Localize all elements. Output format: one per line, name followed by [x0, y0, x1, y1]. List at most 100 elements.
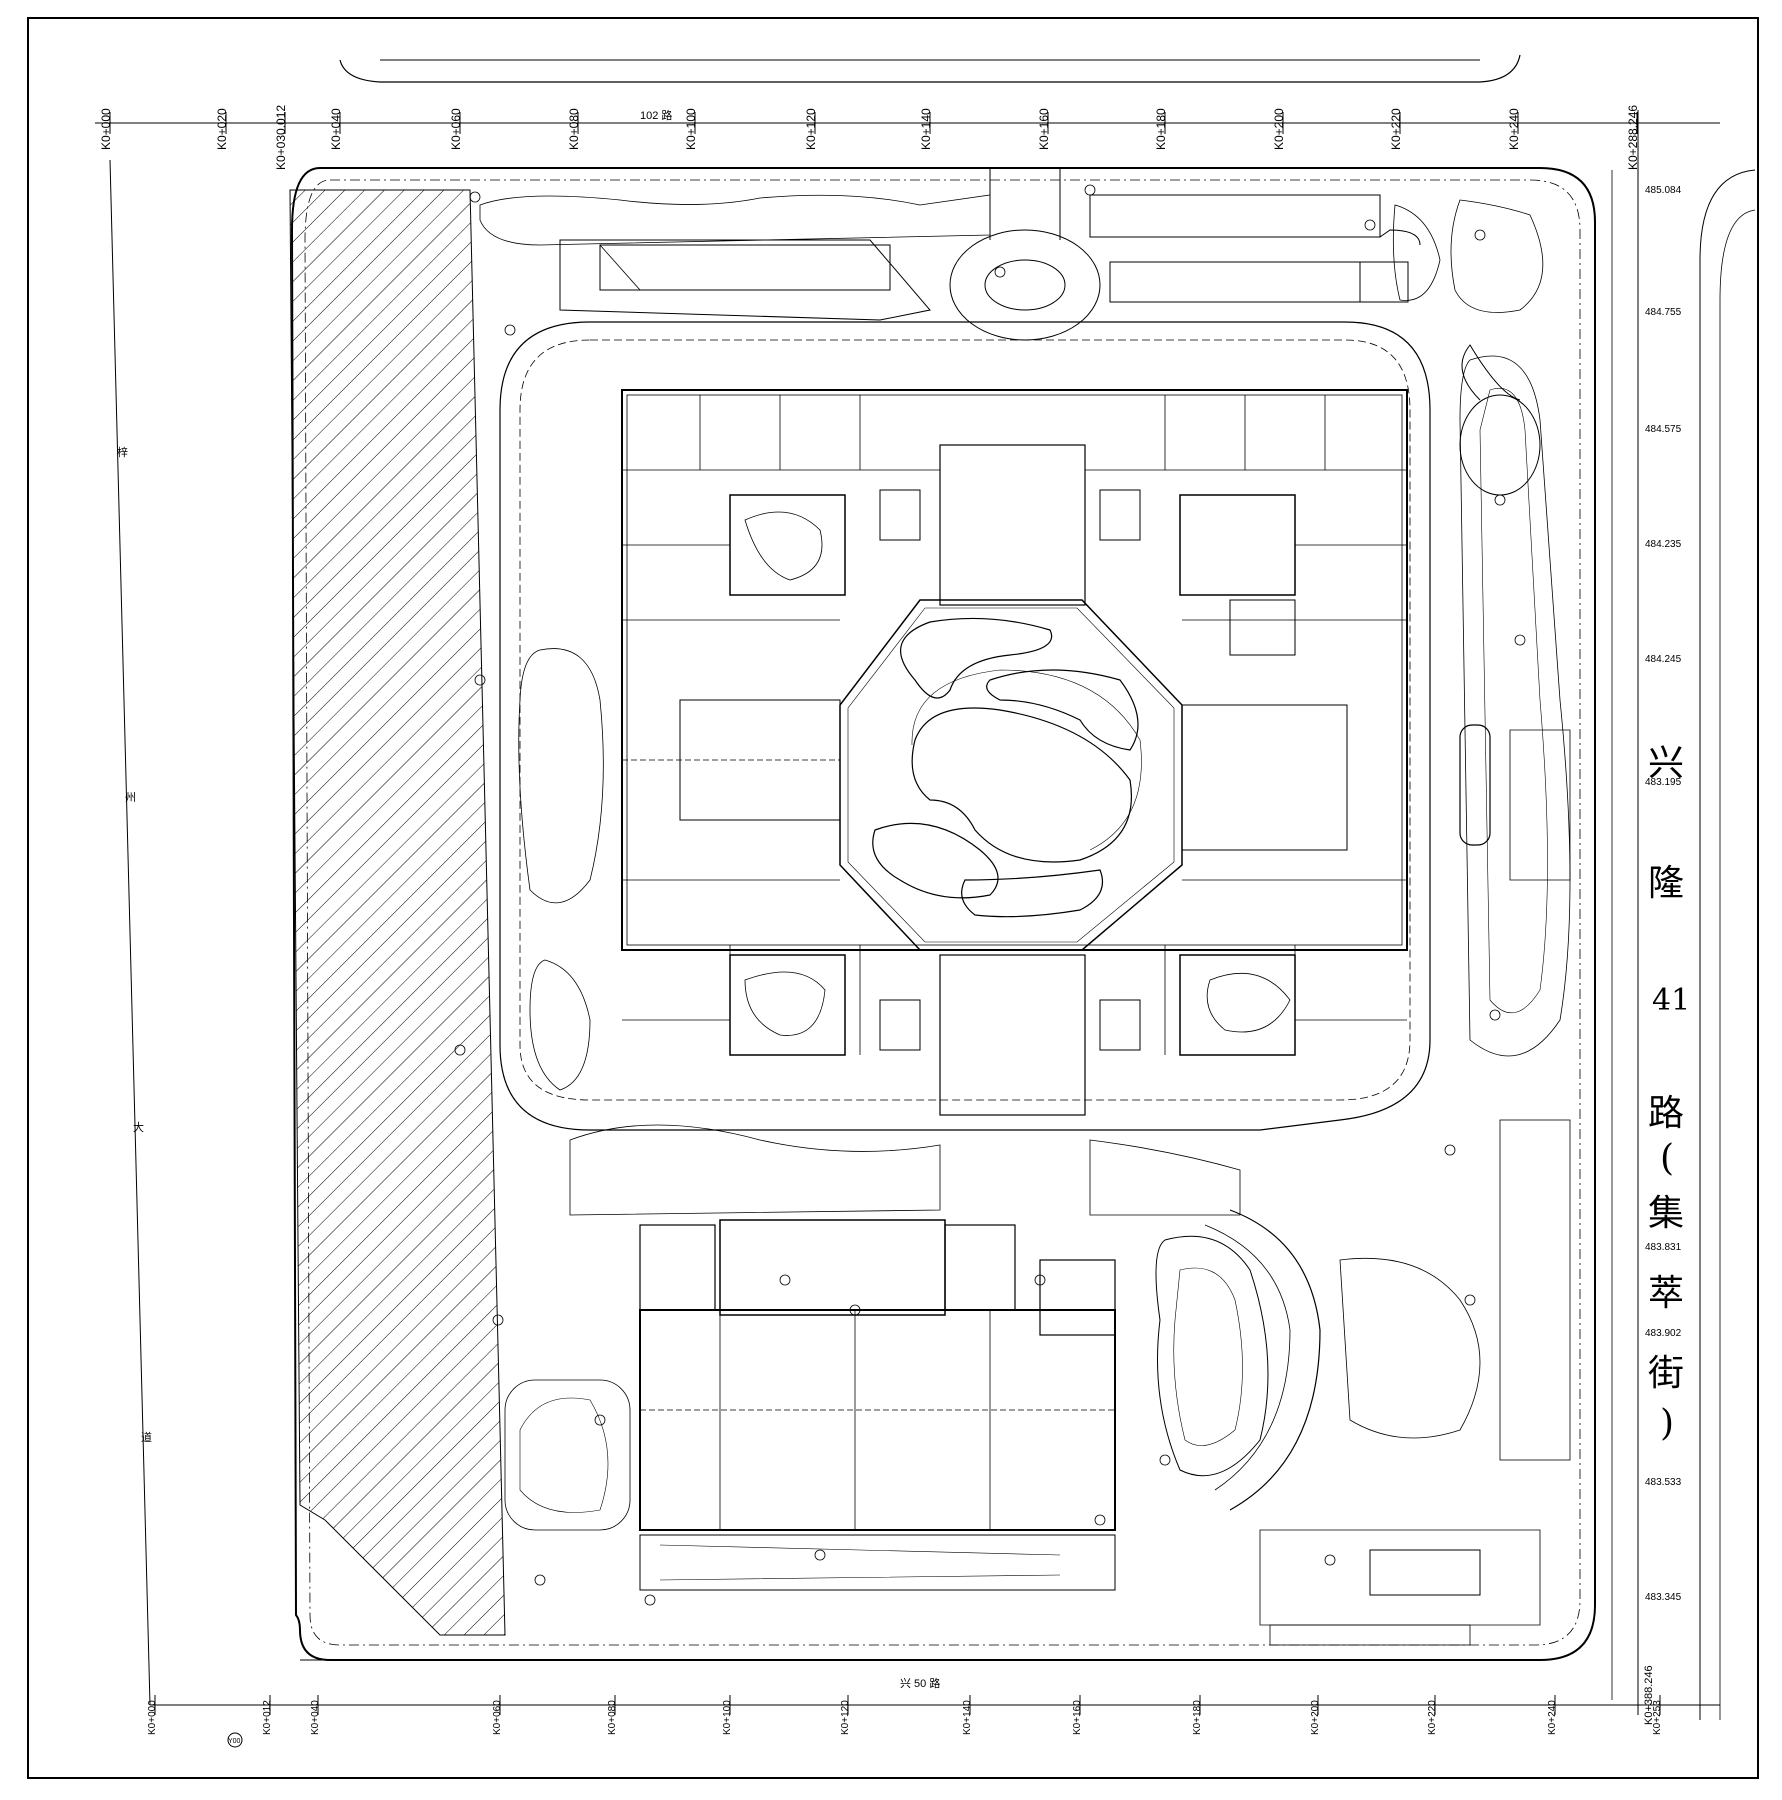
- elevator-core: [1099, 489, 1141, 541]
- east-road-char: (: [1660, 1138, 1674, 1179]
- north-roundabout: [949, 229, 1101, 341]
- east-elevation: 483.195: [1645, 777, 1682, 788]
- elevator-core: [1099, 999, 1141, 1051]
- north-chainage-label: K0+288.246: [1626, 105, 1640, 170]
- southeast-arc-road: [1229, 1209, 1321, 1511]
- tree-marker: [849, 1304, 861, 1316]
- east-elevation: 485.084: [1645, 185, 1682, 196]
- main-building-block: [499, 321, 1571, 1461]
- east-elevation: 483.902: [1645, 1328, 1682, 1339]
- west-road-char: 梓: [117, 445, 128, 459]
- tree-marker: [594, 1414, 606, 1426]
- south-annex-service: [1039, 1259, 1116, 1336]
- south-marker: K0+180: [1192, 1700, 1203, 1735]
- east-road-char: 41: [1652, 983, 1690, 1018]
- south-tag-label: Y00: [228, 1738, 241, 1745]
- tree-marker: [994, 266, 1006, 278]
- south-lawn-west: [504, 1379, 631, 1531]
- east-elevations: 485.084 484.755 484.575 484.235 484.245 …: [1645, 185, 1682, 1603]
- tree-marker: [454, 1044, 466, 1056]
- north-service-zone: [479, 168, 1544, 341]
- north-chainage-label: K0+200: [1272, 108, 1286, 150]
- east-road-char: 路: [1648, 1093, 1684, 1134]
- courtyard-se: [1179, 954, 1296, 1056]
- north-chainage-label: K0+020: [215, 108, 229, 150]
- north-drop-off-loop: [559, 239, 931, 321]
- ring-road-inner: [519, 339, 1411, 1101]
- south-marker: K0+240: [1547, 1700, 1558, 1735]
- west-road-name: 梓 州 大 道: [117, 445, 152, 1444]
- courtyard-planting: [1206, 973, 1291, 1033]
- south-road-label: 兴 50 路: [900, 1677, 940, 1690]
- south-markers: K0+000 K0+012 K0+040 K0+060 K0+080 K0+10…: [147, 1700, 1663, 1735]
- tree-marker: [1514, 634, 1526, 646]
- southeast-lawn: [1339, 1257, 1481, 1439]
- atrium-island: [911, 707, 1132, 863]
- southeast-pool-lawn: [1259, 1529, 1541, 1626]
- east-parking-bays: [1509, 729, 1571, 881]
- east-road-char: ): [1660, 1403, 1674, 1444]
- east-road-char: 街: [1648, 1353, 1684, 1394]
- north-chainage-ticks: [109, 112, 1638, 134]
- north-planter-point: [599, 244, 890, 291]
- elevator-core: [879, 489, 921, 541]
- north-planter: [599, 244, 891, 291]
- north-chainage-label: K0+120: [804, 108, 818, 150]
- south-green-band: [1089, 1139, 1241, 1216]
- tree-marker: [1324, 1554, 1336, 1566]
- courtyard-planting: [744, 511, 823, 581]
- north-lawn-outline: [479, 194, 991, 246]
- north-chainage-label: K0+040: [329, 108, 343, 150]
- east-elevation: 483.533: [1645, 1477, 1682, 1488]
- atrium-planter: [961, 869, 1104, 918]
- north-roundabout-island: [984, 259, 1066, 311]
- east-road-name: 兴 隆 41 路 ( 集 萃 街 ): [1648, 743, 1690, 1444]
- tree-marker: [644, 1594, 656, 1606]
- tree-marker: [534, 1574, 546, 1586]
- south-lawn-contour: [519, 1397, 609, 1513]
- drawing-frame: [27, 17, 1759, 1779]
- north-chainage-label: K0+240: [1507, 108, 1521, 150]
- north-atrium-court: [939, 444, 1086, 606]
- tree-marker: [779, 1274, 791, 1286]
- south-marker: K0+220: [1427, 1700, 1438, 1735]
- south-marker: K0+120: [840, 1700, 851, 1735]
- north-chainage-label: K0+220: [1389, 108, 1403, 150]
- east-elevation: 484.755: [1645, 307, 1682, 318]
- north-lane-curve: [1379, 229, 1421, 246]
- tree-marker: [492, 1314, 504, 1326]
- west-lawn-island: [529, 959, 591, 1091]
- courtyard-ne: [1179, 494, 1296, 596]
- tree-marker: [1084, 184, 1096, 196]
- south-ramp-line: [659, 1544, 1061, 1581]
- southeast-parking-row: [1269, 1624, 1471, 1646]
- tree-marker: [469, 191, 481, 203]
- north-chainage-label: K0+000: [99, 108, 113, 150]
- south-chainage-ticks: [154, 1695, 1661, 1715]
- tree-marker: [814, 1549, 826, 1561]
- tree-marker: [1094, 1514, 1106, 1526]
- east-elevation: 484.245: [1645, 654, 1682, 665]
- north-chainage-label: K0+030.012: [274, 105, 288, 170]
- south-annex: [504, 1124, 1541, 1646]
- east-elevation: 484.235: [1645, 539, 1682, 550]
- east-parking-bays-south: [1499, 1119, 1571, 1461]
- north-chainage-labels: K0+000 K0+020 K0+030.012 K0+040 K0+060 K…: [99, 105, 1640, 170]
- tree-marker: [1494, 494, 1506, 506]
- southeast-oval-lawn: [1155, 1235, 1269, 1477]
- south-marker: K0+100: [722, 1700, 733, 1735]
- south-marker: K0+000: [147, 1700, 158, 1735]
- tree-marker: [504, 324, 516, 336]
- west-road-char: 大: [133, 1120, 144, 1134]
- north-parking-row: [1089, 194, 1381, 238]
- south-annex-podium: [639, 1309, 1116, 1531]
- tree-marker: [474, 674, 486, 686]
- south-marker: K0+160: [1072, 1700, 1083, 1735]
- north-chainage-label: K0+180: [1154, 108, 1168, 150]
- east-road-curb-inner: [1719, 209, 1756, 1720]
- west-road-centerline: [109, 159, 151, 1706]
- southeast-oval-contour: [1173, 1267, 1243, 1446]
- elevator-core: [879, 999, 921, 1051]
- central-atrium-octagon-inner: [847, 607, 1175, 943]
- south-marker: K0+080: [607, 1700, 618, 1735]
